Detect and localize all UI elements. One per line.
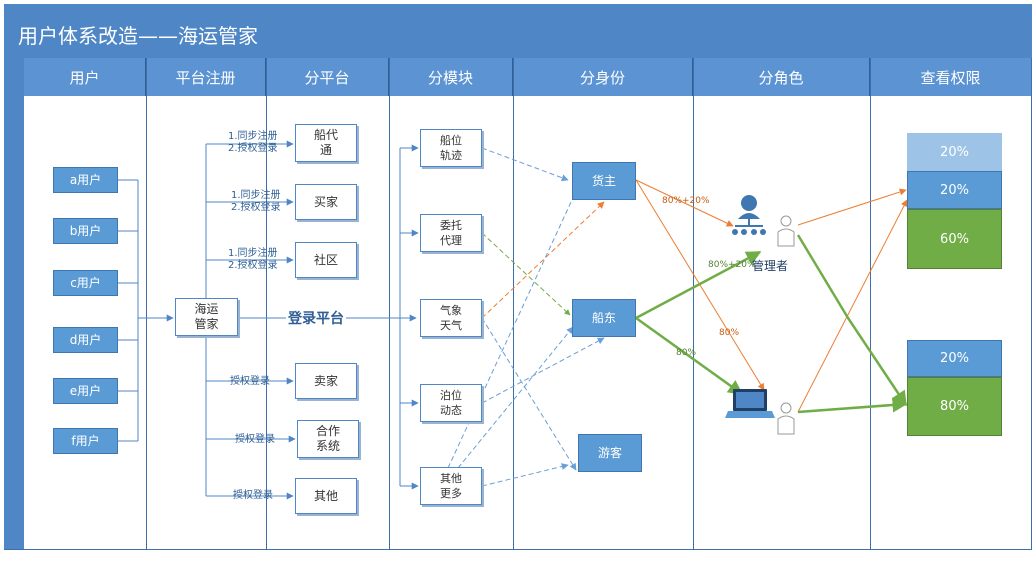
diagram-title: 用户体系改造——海运管家 <box>18 24 258 48</box>
permission-bar: 60% <box>907 209 1002 269</box>
ship-role-links <box>635 250 762 396</box>
weather-link <box>481 201 605 319</box>
hub-box: 海运 管家 <box>175 298 238 336</box>
user-box: b用户 <box>53 218 118 244</box>
platform-box: 其他 <box>295 478 357 514</box>
title-bar: 用户体系改造——海运管家 <box>4 4 1032 58</box>
registration-label: 1.同步注册 2.授权登录 <box>228 131 278 154</box>
lane-header-users: 用户 <box>24 58 146 96</box>
lane-header-modules: 分模块 <box>389 58 513 96</box>
identity-box: 货主 <box>572 162 636 200</box>
connector-layer <box>118 140 908 500</box>
lane-divider <box>693 58 694 550</box>
platform-box: 合作 系统 <box>297 420 359 458</box>
module-box: 其他 更多 <box>420 467 482 505</box>
registration-label: 1.同步注册 2.授权登录 <box>228 248 278 271</box>
users-bracket <box>118 179 174 442</box>
user-box: e用户 <box>53 378 118 404</box>
user-box: c用户 <box>53 270 118 296</box>
registration-label: 授权登录 <box>233 490 273 501</box>
permission-bar: 20% <box>907 133 1002 171</box>
lane-divider <box>1031 58 1032 550</box>
module-box: 泊位 动态 <box>420 384 482 422</box>
identity-box: 船东 <box>572 299 636 337</box>
lane-divider <box>389 58 390 550</box>
permission-bar: 20% <box>907 171 1002 209</box>
bottom-border <box>4 549 1032 550</box>
stage-label: 阶段 <box>12 568 46 581</box>
registration-label: 1.同步注册 2.授权登录 <box>231 190 281 213</box>
operator-icon <box>725 389 795 435</box>
platform-box: 社区 <box>295 242 357 278</box>
lane-header-identities: 分身份 <box>513 58 693 96</box>
modules-bracket <box>399 144 419 490</box>
manager-label: 管理者 <box>752 259 789 273</box>
flow-label: 80% <box>719 328 740 338</box>
permission-bar: 20% <box>907 340 1002 377</box>
platform-box: 买家 <box>295 184 357 220</box>
module-box: 船位 轨迹 <box>420 129 482 167</box>
module-box: 委托 代理 <box>420 214 482 252</box>
flow-label: 80%+20% <box>708 260 756 270</box>
role-permission-orange <box>797 188 908 413</box>
lane-header-permissions: 查看权限 <box>870 58 1032 96</box>
platform-box: 卖家 <box>295 363 357 399</box>
delegation-link <box>481 232 571 316</box>
login-platform-label: 登录平台 <box>286 308 346 328</box>
lane-header-roles: 分角色 <box>693 58 870 96</box>
manager-icon <box>732 195 795 247</box>
user-box: d用户 <box>53 327 118 353</box>
lane-header-platforms: 分平台 <box>266 58 389 96</box>
role-permission-green <box>796 234 908 414</box>
identity-box: 游客 <box>578 434 642 472</box>
registration-label: 授权登录 <box>235 434 275 445</box>
user-box: a用户 <box>53 167 118 193</box>
lane-divider <box>146 58 147 550</box>
lane-divider <box>513 58 514 550</box>
swimlane-diagram: 用户体系改造——海运管家 阶段 用户 平台注册 分平台 分模块 分身份 分角色 … <box>4 4 1032 550</box>
flow-label: 80% <box>676 348 697 358</box>
registration-label: 授权登录 <box>230 376 270 387</box>
flow-label: 80%+20% <box>662 196 710 206</box>
lane-divider <box>266 58 267 550</box>
module-box: 气象 天气 <box>420 299 482 337</box>
user-box: f用户 <box>53 428 118 454</box>
permission-bar: 80% <box>907 377 1002 436</box>
platform-box: 船代 通 <box>295 124 357 162</box>
lane-divider <box>870 58 871 550</box>
lane-header-registration: 平台注册 <box>146 58 266 96</box>
